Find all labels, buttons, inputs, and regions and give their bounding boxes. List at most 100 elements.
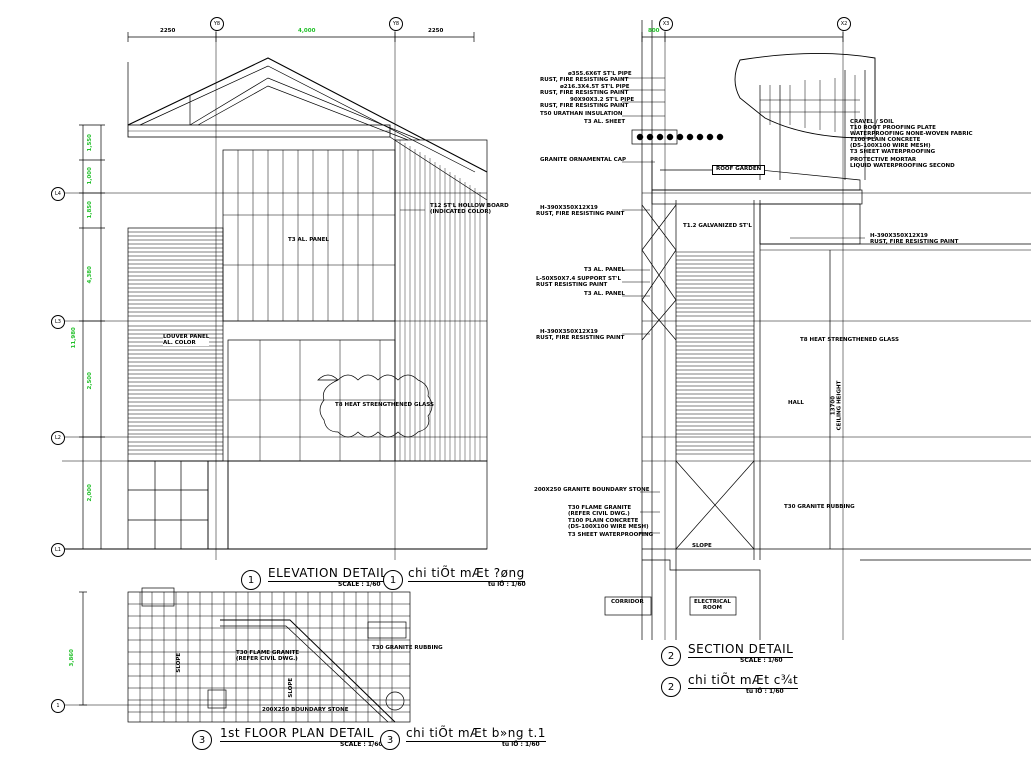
plan-title-vn: chi tiÕt mÆt b»ng t.1	[406, 726, 546, 742]
plan-grid	[128, 592, 410, 722]
note-granite-rubbing: T30 GRANITE RUBBING	[784, 504, 855, 510]
label-roof-garden: ROOF GARDEN	[712, 165, 766, 175]
revision-cloud	[317, 374, 433, 438]
note-section-left-6: RUST, FIRE RESISTING PAINT	[536, 335, 625, 341]
note-section-glass: T8 HEAT STRENGTHENED GLASS	[800, 337, 899, 343]
elevation-scale-en: SCALE : 1/60	[338, 581, 381, 588]
note-granite-cap: GRANITE ORNAMENTAL CAP	[540, 157, 627, 163]
note-section-left-0: H-390X350X12X19	[540, 205, 598, 211]
note-elev-louver: LOUVER PANEL AL. COLOR	[163, 334, 210, 346]
label-corridor: CORRIDOR	[611, 599, 644, 605]
elevation-scale-vn: tû lÖ : 1/60	[488, 581, 526, 588]
note-section-left-3: L-50X50X7.4 SUPPORT ST'L RUST RESISTING …	[536, 276, 621, 288]
note-section-bottom-4: T3 SHEET WATERPROOFING	[568, 532, 654, 538]
dim-left-3: 1,850	[86, 201, 93, 219]
note-section-left-1: RUST, FIRE RESISTING PAINT	[536, 211, 625, 217]
note-section-top-4: 90X90X3.2 ST'L PIPE	[570, 97, 635, 103]
note-plan-rubbing: T30 GRANITE RUBBING	[372, 645, 443, 651]
note-h-beam-right: H-390X350X12X19 RUST, FIRE RESISTING PAI…	[870, 233, 959, 245]
dim-left-1: 1,550	[86, 134, 93, 152]
note-boundary-stone: 200X250 GRANITE BOUNDARY STONE	[534, 487, 650, 493]
canopy-members	[636, 75, 860, 141]
note-section-bottom-1: (REFER CIVIL DWG.)	[568, 511, 630, 517]
dim-top-center: 4,000	[298, 28, 316, 34]
grid-bubble-y8-right: Y8	[389, 17, 403, 31]
grid-bubble-y8-left: Y8	[210, 17, 224, 31]
roof-canopy	[734, 53, 876, 139]
elevation-number-left: 1	[241, 570, 261, 590]
note-section-left-2: T3 AL. PANEL	[584, 267, 625, 273]
dim-plan-left: 3,860	[68, 649, 75, 667]
entrance-doors	[127, 460, 209, 550]
note-elev-glass: T8 HEAT STRENGTHENED GLASS	[335, 402, 434, 408]
label-electrical-room: ELECTRICAL ROOM	[694, 599, 731, 611]
label-hall: HALL	[788, 400, 804, 406]
level-bubble-l3: L3	[51, 315, 65, 329]
corridor-box	[604, 596, 652, 616]
dim-left-6: 2,000	[86, 484, 93, 502]
note-galvanized: T1.2 GALVANIZED ST'L	[683, 223, 752, 229]
label-plan-slope-1: SLOPE	[176, 652, 183, 673]
note-plan-boundary: 200X250 BOUNDARY STONE	[262, 707, 349, 713]
roof-garden-slab	[651, 189, 863, 205]
note-section-right-2: WATERPROOFING NONE-WOVEN FABRIC	[850, 131, 973, 137]
grid-bubble-plan-row: 1	[51, 699, 65, 713]
plan-number-left: 3	[192, 730, 212, 750]
level-bubble-l2: L2	[51, 431, 65, 445]
section-number-bottom: 2	[661, 677, 681, 697]
electrical-room-box	[689, 596, 737, 616]
right-wall-siding	[399, 140, 481, 461]
elevation-title-vn: chi tiÕt mÆt ?øng	[408, 566, 525, 582]
note-section-left-5: H-390X350X12X19	[540, 329, 598, 335]
dim-left-total: 11,980	[70, 327, 77, 349]
note-section-top-6: T50 URATHAN INSULATION	[540, 111, 623, 117]
elevation-title-en: ELEVATION DETAIL	[268, 566, 388, 582]
label-slope: SLOPE	[692, 543, 712, 549]
note-section-bottom-0: T30 FLAME GRANITE	[568, 505, 632, 511]
glass-mullions	[223, 150, 395, 461]
note-section-right-7: LIQUID WATERPROOFING SECOND	[850, 163, 955, 169]
note-section-right-0: CRAVEL / SOIL	[850, 119, 894, 125]
dim-left-4: 4,380	[86, 266, 93, 284]
note-section-right-3: T100 PLAIN CONCRETE	[850, 137, 921, 143]
level-bubble-l4: L4	[51, 187, 65, 201]
grid-bubble-x2: X2	[837, 17, 851, 31]
note-section-right-5: T3 SHEET WATERPROOFING	[850, 149, 936, 155]
note-section-left-4: T3 AL. PANEL	[584, 291, 625, 297]
section-number-top: 2	[661, 646, 681, 666]
note-section-top-5: RUST, FIRE RESISTING PAINT	[540, 103, 629, 109]
note-elev-al-panel: T3 AL. PANEL	[288, 237, 329, 243]
note-section-bottom-2: T100 PLAIN CONCRETE	[568, 518, 639, 524]
section-title-en: SECTION DETAIL	[688, 642, 794, 658]
dim-top-right: 2250	[428, 28, 444, 34]
note-section-top-2: ø216.3X4.5T ST'L PIPE	[560, 84, 630, 90]
glass-wall	[222, 149, 396, 322]
dim-ceiling-height: 13700 CEILING HEIGHT	[830, 380, 842, 431]
section-scale-vn: tû lÖ : 1/60	[746, 688, 784, 695]
note-section-right-4: (D5-100X100 WIRE MESH)	[850, 143, 931, 149]
note-section-top-0: ø355.6X6T ST'L PIPE	[568, 71, 632, 77]
floor-plan	[127, 591, 411, 723]
note-section-bottom-3: (D5-100X100 WIRE MESH)	[568, 524, 649, 530]
grid-bubble-x3: X3	[659, 17, 673, 31]
plan-scale-en: SCALE : 1/60	[340, 741, 383, 748]
level-bubble-l1: L1	[51, 543, 65, 557]
note-section-top-1: RUST, FIRE RESISTING PAINT	[540, 77, 629, 83]
note-section-right-6: PROTECTIVE MORTAR	[850, 157, 917, 163]
plan-scale-vn: tû lÖ : 1/60	[502, 741, 540, 748]
section-louver-hatch	[676, 251, 754, 455]
plan-title-en: 1st FLOOR PLAN DETAIL	[220, 726, 374, 742]
section-scale-en: SCALE : 1/60	[740, 657, 783, 664]
roof-gable	[127, 57, 488, 173]
note-elev-hollow-board: T12 ST'L HOLLOW BOARD (INDICATED COLOR)	[430, 203, 509, 215]
note-section-top-3: RUST, FIRE RESISTING PAINT	[540, 90, 629, 96]
elevation-number-right: 1	[383, 570, 403, 590]
note-section-top-7: T3 AL. SHEET	[584, 119, 626, 125]
plan-number-right: 3	[380, 730, 400, 750]
dim-section-top: 800	[648, 28, 660, 34]
dim-top-left: 2250	[160, 28, 176, 34]
note-section-right-1: T10 ROOT PROOFING PLATE	[850, 125, 936, 131]
label-plan-slope-2: SLOPE	[288, 677, 295, 698]
dim-left-5: 2,500	[86, 372, 93, 390]
